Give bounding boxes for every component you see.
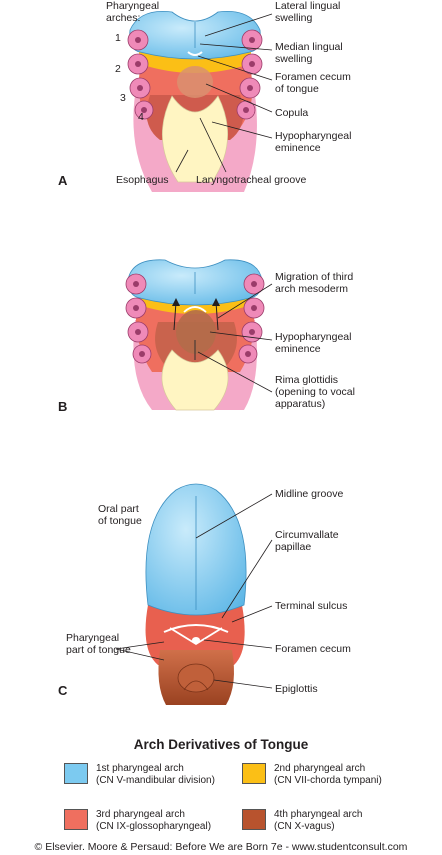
pharyngeal-arches-heading: Pharyngeal arches:: [106, 0, 160, 24]
legend-text-2nd-arch: 2nd pharyngeal arch (CN VII-chorda tympa…: [274, 763, 382, 786]
migration-arrowhead-left: [172, 298, 180, 306]
panel-b-drawing: [125, 259, 273, 411]
label-laryngotracheal-groove: Laryngotracheal groove: [196, 174, 307, 186]
foramen-cecum-b: [183, 306, 207, 313]
label-pharyngeal-part-of-tongue: Pharyngeal part of tongue: [66, 632, 131, 656]
panel-letter-c: C: [58, 683, 68, 698]
arch-number-3: 3: [120, 92, 126, 104]
legend-swatch-4th-arch: [242, 809, 266, 830]
esophagus-area-b: [161, 349, 229, 411]
label-hypopharyngeal-eminence-b: Hypopharyngeal eminence: [275, 331, 352, 355]
copyright-notice: © Elsevier. Moore & Persaud: Before We a…: [34, 841, 408, 853]
legend-swatch-2nd-arch: [242, 763, 266, 784]
legend-swatch-1st-arch: [64, 763, 88, 784]
label-circumvallate-papillae: Circumvallate papillae: [275, 529, 339, 553]
right-arches-a: [236, 29, 263, 120]
label-foramen-cecum-c: Foramen cecum: [275, 643, 351, 655]
circumvallate-papillae-line: [169, 627, 223, 646]
migration-arrowhead-right: [212, 298, 220, 306]
left-arches-b: [125, 273, 152, 364]
label-oral-part-of-tongue: Oral part of tongue: [98, 503, 142, 527]
terminal-sulcus: [163, 624, 229, 633]
arch-number-1: 1: [115, 32, 121, 44]
eminence-b: [176, 310, 216, 354]
panel-c-drawing: [115, 483, 273, 705]
panel-letter-b: B: [58, 399, 68, 414]
legend-text-4th-arch: 4th pharyngeal arch (CN X-vagus): [274, 809, 363, 832]
label-epiglottis: Epiglottis: [275, 683, 318, 695]
epiglottis-fold: [183, 680, 209, 691]
legend-text-1st-arch: 1st pharyngeal arch (CN V-mandibular div…: [96, 763, 215, 786]
label-lateral-lingual-swelling: Lateral lingual swelling: [275, 0, 341, 24]
left-arches-a: [127, 29, 154, 120]
label-terminal-sulcus: Terminal sulcus: [275, 600, 348, 612]
legend-text-3rd-arch: 3rd pharyngeal arch (CN IX-glossopharyng…: [96, 809, 212, 832]
label-foramen-cecum-of-tongue: Foramen cecum of tongue: [275, 71, 351, 95]
label-esophagus: Esophagus: [116, 174, 169, 186]
label-midline-groove: Midline groove: [275, 488, 344, 500]
arch-number-2: 2: [115, 63, 121, 75]
panel-letter-a: A: [58, 173, 68, 188]
leader-lines-c: [115, 493, 273, 689]
migration-arrow-right: [215, 301, 219, 331]
label-migration-third-arch: Migration of third arch mesoderm: [275, 271, 354, 295]
arch-number-4: 4: [138, 111, 144, 123]
foramen-cecum-a: [187, 51, 203, 56]
panel-a-drawing: [127, 11, 273, 192]
label-copula: Copula: [275, 107, 309, 119]
esophagus-area: [162, 95, 228, 183]
copula: [177, 66, 213, 98]
foramen-cecum-c: [192, 637, 200, 643]
migration-arrow-left: [173, 301, 177, 331]
leader-lines-a: [175, 13, 273, 173]
leader-lines-b: [197, 283, 273, 393]
epiglottis: [177, 663, 215, 693]
label-median-lingual-swelling: Median lingual swelling: [275, 41, 343, 65]
legend-swatch-3rd-arch: [64, 809, 88, 830]
legend-title: Arch Derivatives of Tongue: [133, 737, 309, 752]
label-rima-glottidis: Rima glottidis (opening to vocal apparat…: [275, 374, 355, 410]
label-hypopharyngeal-eminence-a: Hypopharyngeal eminence: [275, 130, 352, 154]
